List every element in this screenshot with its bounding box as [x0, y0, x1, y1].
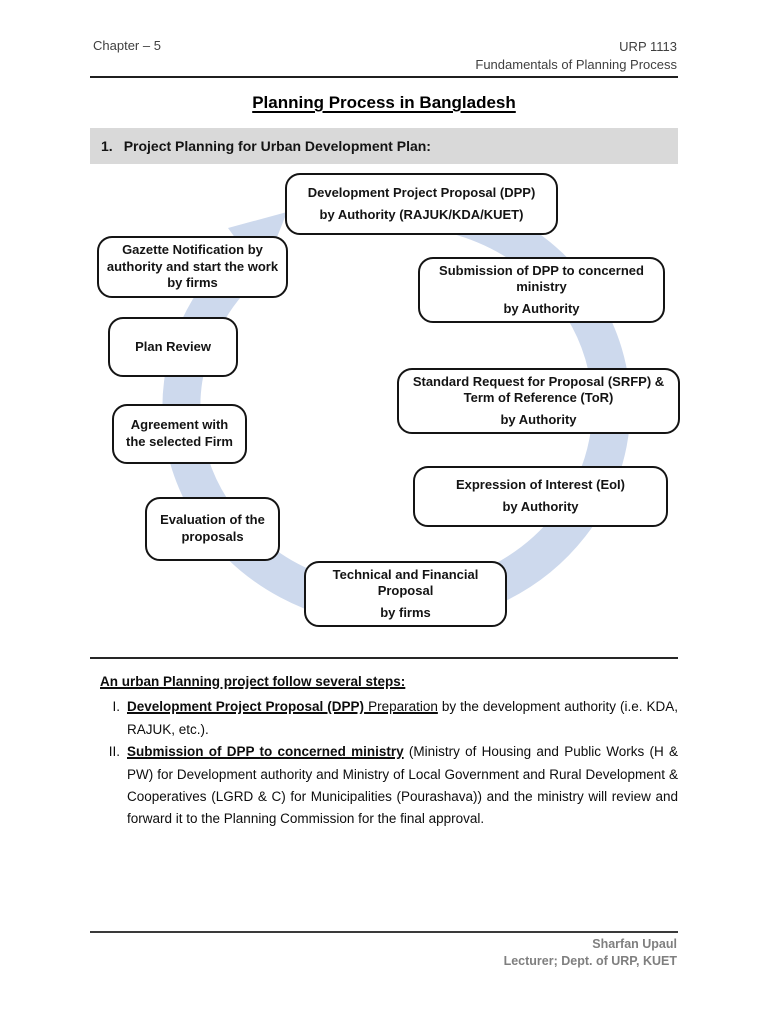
node-main-text: Gazette Notification by authority and st…	[106, 242, 279, 291]
header-chapter: Chapter – 5	[93, 38, 161, 53]
list-item-numeral: II.	[108, 744, 120, 760]
list-item-lead-bold: Development Project Proposal (DPP)	[127, 699, 365, 715]
node-main-text: Agreement with the selected Firm	[126, 417, 233, 449]
node-main-text: Technical and Financial Proposal	[332, 566, 479, 599]
footer-role: Lecturer; Dept. of URP, KUET	[503, 954, 677, 968]
list-item-lead-underline: Preparation	[364, 699, 438, 715]
node-main-text: Evaluation of the proposals	[160, 512, 265, 544]
page-title: Planning Process in Bangladesh	[252, 93, 516, 112]
node-sub-text: by Authority	[500, 411, 577, 427]
node-sub-text: by Authority (RAJUK/KDA/KUET)	[319, 206, 524, 222]
process-cycle-diagram: Development Project Proposal (DPP) by Au…	[90, 165, 680, 652]
node-main-text: Submission of DPP to concerned ministry	[439, 262, 644, 295]
diagram-node-agreement: Agreement with the selected Firm	[112, 404, 247, 464]
header-divider	[90, 76, 678, 78]
list-item-body: (Ministry of Housing and Public Works (H…	[127, 744, 678, 827]
diagram-node-eoi: Expression of Interest (EoI) by Authorit…	[413, 466, 668, 527]
node-sub-text: by Authority	[502, 499, 579, 514]
list-item-body: by the development authority (i.e. KDA, …	[127, 699, 678, 737]
list-item-numeral: I.	[112, 699, 120, 715]
diagram-node-technical-financial: Technical and Financial Proposal by firm…	[304, 561, 507, 627]
node-main-text: Plan Review	[135, 338, 211, 354]
node-main-text: Standard Request for Proposal (SRFP) & T…	[412, 373, 665, 406]
steps-section: An urban Planning project follow several…	[99, 671, 678, 831]
section-banner: 1. Project Planning for Urban Developmen…	[90, 128, 678, 164]
section-divider	[90, 657, 678, 659]
diagram-node-gazette: Gazette Notification by authority and st…	[97, 236, 288, 298]
header-course-info: URP 1113 Fundamentals of Planning Proces…	[475, 38, 677, 74]
section-label: Project Planning for Urban Development P…	[123, 138, 431, 154]
footer-divider	[90, 931, 678, 933]
steps-heading: An urban Planning project follow several…	[100, 674, 406, 689]
node-sub-text: by Authority	[503, 300, 580, 316]
node-main-text: Expression of Interest (EoI)	[455, 477, 626, 493]
header-course-title: Fundamentals of Planning Process	[475, 57, 677, 72]
footer: Sharfan Upaul Lecturer; Dept. of URP, KU…	[504, 936, 677, 970]
list-item: I. Development Project Proposal (DPP) Pr…	[99, 696, 678, 741]
diagram-node-plan-review: Plan Review	[108, 317, 238, 377]
node-main-text: Development Project Proposal (DPP)	[307, 184, 536, 200]
footer-author: Sharfan Upaul	[592, 937, 677, 951]
node-sub-text: by firms	[380, 604, 431, 620]
diagram-node-dpp: Development Project Proposal (DPP) by Au…	[285, 173, 558, 235]
list-item-text: Development Project Proposal (DPP) Prepa…	[127, 696, 678, 741]
header-course-code: URP 1113	[619, 39, 677, 54]
list-item: II. Submission of DPP to concerned minis…	[99, 741, 678, 831]
section-number: 1.	[101, 138, 113, 154]
diagram-node-srfp-tor: Standard Request for Proposal (SRFP) & T…	[397, 368, 680, 434]
list-item-lead-bold: Submission of DPP to concerned ministry	[127, 744, 404, 760]
diagram-node-evaluation: Evaluation of the proposals	[145, 497, 280, 561]
diagram-node-submission: Submission of DPP to concerned ministry …	[418, 257, 665, 323]
list-item-text: Submission of DPP to concerned ministry …	[127, 741, 678, 831]
